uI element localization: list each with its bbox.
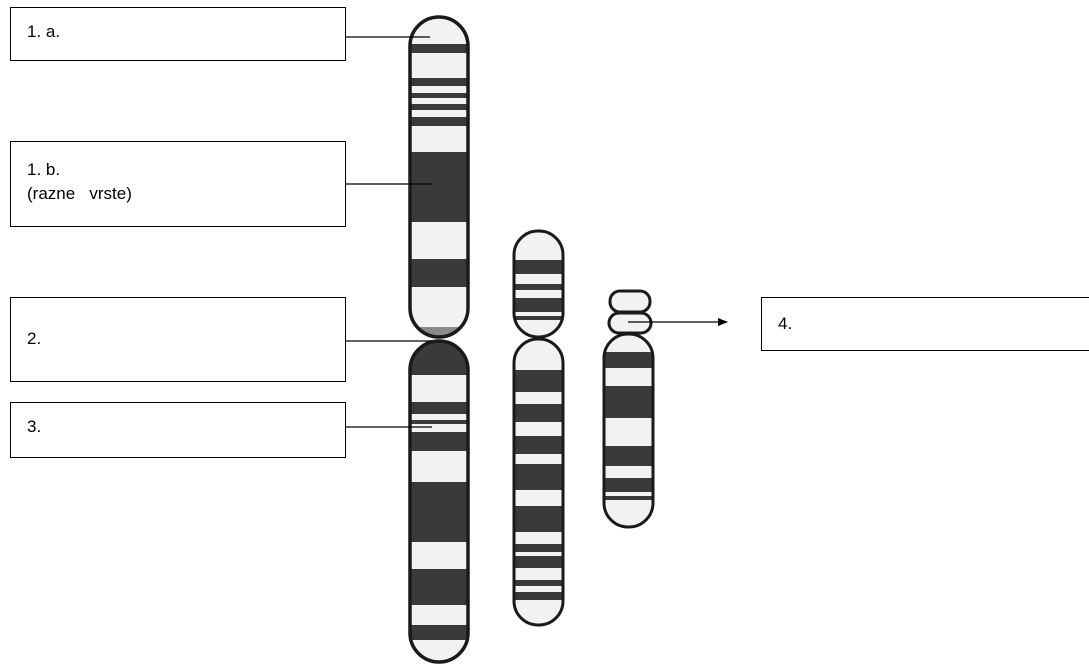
chromosome-2-p-arm: [514, 231, 563, 337]
chromosome-1-q-arm: [410, 341, 468, 662]
label-4-text: 4.: [778, 314, 793, 333]
label-box-2: 2.: [10, 297, 346, 382]
label-box-1b: 1. b. (razne vrste): [10, 141, 346, 227]
chromosome-3-q-arm: [604, 334, 653, 527]
chromosome-1: [408, 15, 470, 664]
label-2-text: 2.: [27, 329, 42, 348]
pointer-lines: [346, 36, 728, 428]
chromosome-3: [602, 289, 655, 529]
chromosome-2-q-arm: [514, 339, 563, 625]
label-box-1a: 1. a.: [10, 7, 346, 61]
chromosome-2: [512, 229, 565, 627]
chromosome-3-satellite: [607, 311, 653, 335]
label-1b-subtext: (razne vrste): [27, 184, 132, 203]
label-box-3: 3.: [10, 402, 346, 458]
label-3-text: 3.: [27, 417, 42, 436]
label-1a-text: 1. a.: [27, 22, 61, 41]
chromosome-1-p-arm: [410, 17, 468, 337]
label-1b-text: 1. b.: [27, 160, 61, 179]
label-box-4: 4.: [761, 297, 1089, 351]
chromosome-3-satellite-top: [608, 289, 652, 314]
